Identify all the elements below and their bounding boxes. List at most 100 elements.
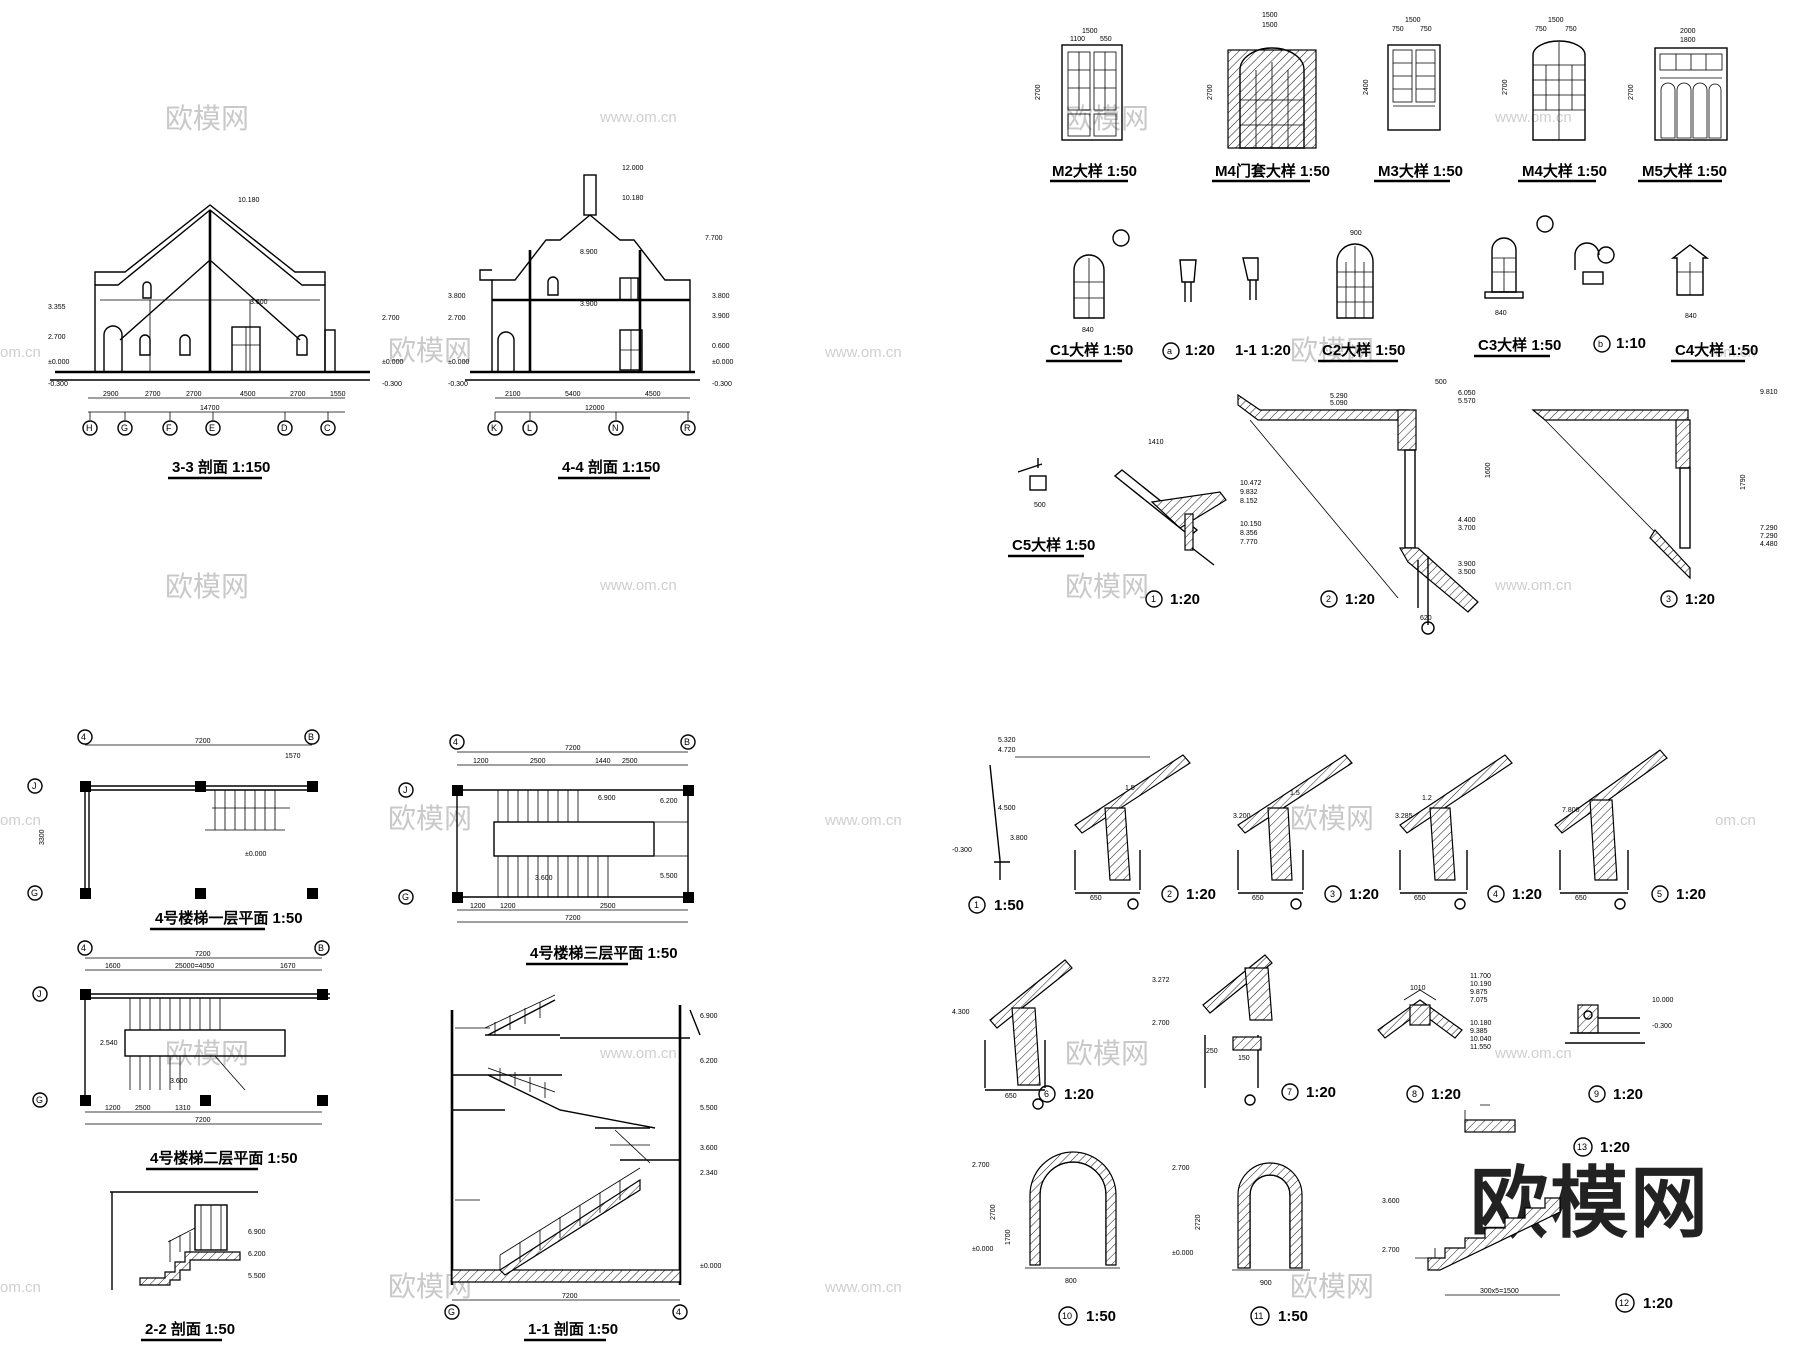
svg-text:1: 1	[1151, 594, 1156, 604]
svg-text:500: 500	[1034, 502, 1046, 509]
svg-text:7.075: 7.075	[1470, 997, 1488, 1004]
svg-text:750: 750	[1565, 26, 1577, 33]
svg-text:150: 150	[1238, 1055, 1250, 1062]
svg-text:9.385: 9.385	[1470, 1028, 1488, 1035]
svg-text:9.832: 9.832	[1240, 489, 1258, 496]
svg-text:13: 13	[1577, 1142, 1587, 1152]
svg-text:3.600: 3.600	[1382, 1198, 1400, 1205]
svg-text:1:20: 1:20	[1064, 1086, 1094, 1103]
watermark-brand: 欧模网	[1065, 103, 1149, 134]
svg-text:1440: 1440	[595, 758, 611, 765]
watermark-brand: 欧模网	[165, 103, 249, 134]
svg-text:1800: 1800	[1680, 37, 1696, 44]
svg-text:2500: 2500	[600, 903, 616, 910]
svg-text:25000=4050: 25000=4050	[175, 963, 214, 970]
svg-text:2900: 2900	[103, 391, 119, 398]
svg-text:C1大样 1:50: C1大样 1:50	[1050, 341, 1133, 359]
svg-text:1500: 1500	[1405, 17, 1421, 24]
svg-text:±0.000: ±0.000	[448, 359, 469, 366]
svg-text:2.700: 2.700	[1172, 1165, 1190, 1172]
svg-text:900: 900	[1350, 230, 1362, 237]
svg-text:H: H	[86, 423, 93, 433]
svg-text:3.900: 3.900	[712, 313, 730, 320]
svg-text:4: 4	[81, 943, 86, 953]
svg-text:1:20: 1:20	[1345, 591, 1375, 608]
svg-text:B: B	[318, 943, 324, 953]
details-lower: 5.320 4.720 4.500 3.800 -0.300 1 1:50 65…	[952, 737, 1706, 1326]
svg-text:7.290: 7.290	[1760, 533, 1778, 540]
watermark-url: www.om.cn	[1494, 1045, 1572, 1062]
svg-text:8.356: 8.356	[1240, 530, 1258, 537]
svg-text:B: B	[684, 737, 690, 747]
svg-text:500: 500	[1435, 379, 1447, 386]
svg-text:-0.300: -0.300	[712, 381, 732, 388]
svg-text:J: J	[32, 781, 37, 791]
svg-text:B: B	[308, 732, 314, 742]
stair-plan-1f-title: 4号楼梯一层平面 1:50	[155, 909, 303, 927]
svg-text:M4门套大样 1:50: M4门套大样 1:50	[1215, 162, 1330, 180]
svg-text:8: 8	[1412, 1089, 1417, 1099]
svg-text:2.700: 2.700	[972, 1162, 990, 1169]
svg-text:2.700: 2.700	[382, 315, 400, 322]
svg-text:1.5: 1.5	[1290, 790, 1300, 797]
svg-text:12.000: 12.000	[622, 165, 644, 172]
svg-text:4.480: 4.480	[1760, 541, 1778, 548]
svg-text:0.600: 0.600	[712, 343, 730, 350]
svg-text:4: 4	[1493, 889, 1498, 899]
svg-text:11.550: 11.550	[1470, 1044, 1491, 1051]
svg-text:C4大样 1:50: C4大样 1:50	[1675, 341, 1758, 359]
svg-text:8.152: 8.152	[1240, 498, 1258, 505]
svg-text:G: G	[36, 1095, 43, 1105]
svg-text:±0.000: ±0.000	[48, 359, 69, 366]
svg-text:2.700: 2.700	[48, 334, 66, 341]
section-4-4: 12.000 10.180 8.900 7.700 3.800 3.900 2.…	[448, 165, 733, 480]
svg-text:12: 12	[1619, 1298, 1629, 1308]
svg-text:7: 7	[1287, 1087, 1292, 1097]
svg-text:-0.300: -0.300	[448, 381, 468, 388]
stair-plan-1f: 4 B 7200 1570 J G 3300 ±0.000 4号楼梯一层平面 1…	[27, 729, 320, 931]
svg-text:9: 9	[1594, 1089, 1599, 1099]
svg-text:840: 840	[1495, 310, 1507, 317]
svg-text:4: 4	[676, 1307, 681, 1317]
svg-text:1:20: 1:20	[1170, 591, 1200, 608]
svg-text:6.900: 6.900	[598, 795, 616, 802]
svg-text:6.200: 6.200	[660, 798, 678, 805]
svg-text:3300: 3300	[39, 829, 46, 845]
section-2-2-title: 2-2 剖面 1:50	[145, 1320, 235, 1338]
svg-text:-0.300: -0.300	[48, 381, 68, 388]
svg-text:3: 3	[1330, 889, 1335, 899]
section-1-1-title: 1-1 剖面 1:50	[528, 1320, 618, 1338]
svg-text:1570: 1570	[285, 753, 301, 760]
svg-text:9.875: 9.875	[1470, 989, 1488, 996]
watermark-url: www.om.cn	[824, 1279, 902, 1296]
watermark-brand: 欧模网	[1290, 803, 1374, 834]
window-details: 840 C1大样 1:50 a 1:20 1-1 1:20 900 C2大样 1…	[1008, 215, 1758, 558]
svg-text:2: 2	[1326, 594, 1331, 604]
section-4-4-title: 4-4 剖面 1:150	[562, 458, 660, 476]
svg-text:3.272: 3.272	[1152, 977, 1170, 984]
svg-text:-0.300: -0.300	[1652, 1023, 1672, 1030]
svg-text:10.000: 10.000	[1652, 997, 1674, 1004]
svg-text:6.900: 6.900	[248, 1229, 266, 1236]
svg-text:7200: 7200	[565, 915, 581, 922]
svg-text:2500: 2500	[135, 1105, 151, 1112]
watermark-brand: 欧模网	[1065, 1038, 1149, 1069]
svg-text:M5大样 1:50: M5大样 1:50	[1642, 162, 1727, 180]
svg-text:10.180: 10.180	[238, 197, 260, 204]
svg-text:2700: 2700	[186, 391, 202, 398]
svg-text:2700: 2700	[1207, 84, 1214, 100]
svg-text:7200: 7200	[562, 1293, 578, 1300]
svg-text:1200: 1200	[105, 1105, 121, 1112]
svg-text:3.900: 3.900	[580, 301, 598, 308]
svg-text:6.200: 6.200	[248, 1251, 266, 1258]
svg-text:1500: 1500	[1548, 17, 1564, 24]
svg-text:650: 650	[1575, 895, 1587, 902]
svg-text:2.540: 2.540	[100, 1040, 118, 1047]
svg-text:1:20: 1:20	[1613, 1086, 1643, 1103]
watermark-url: www.om.cn	[599, 1045, 677, 1062]
svg-text:3.500: 3.500	[1458, 569, 1476, 576]
svg-text:1670: 1670	[280, 963, 296, 970]
svg-text:±0.000: ±0.000	[712, 359, 733, 366]
svg-text:-0.300: -0.300	[952, 847, 972, 854]
svg-text:650: 650	[1414, 895, 1426, 902]
